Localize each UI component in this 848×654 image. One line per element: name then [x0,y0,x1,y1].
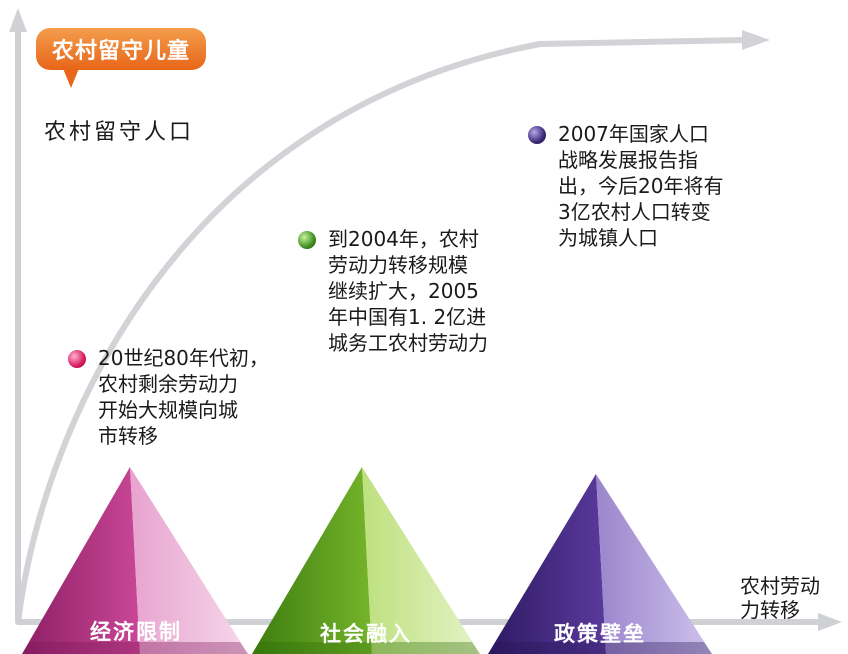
note-2004: 到2004年，农村 劳动力转移规模 继续扩大，2005 年中国有1. 2亿进 城… [298,226,528,356]
pyramid-label-economic: 经济限制 [90,620,182,644]
pink-dot-icon [68,350,86,368]
pyramid-economic [22,467,248,654]
purple-dot-icon [528,126,546,144]
curve-arrowhead [742,30,770,50]
badge-pointer [62,66,80,88]
pyramid-policy [488,474,712,654]
note-2007: 2007年国家人口 战略发展报告指 出，今后20年将有 3亿农村人口转变 为城镇… [528,121,758,251]
pyramid-label-policy: 政策壁垒 [554,622,646,646]
pyramid-social [252,467,480,654]
x-axis-arrowhead [818,613,842,631]
topic-badge: 农村留守儿童 [36,28,206,70]
note-text: 20世纪80年代初， 农村剩余劳动力 开始大规模向城 市转移 [98,346,269,448]
note-text: 2007年国家人口 战略发展报告指 出，今后20年将有 3亿农村人口转变 为城镇… [558,122,724,250]
note-text: 到2004年，农村 劳动力转移规模 继续扩大，2005 年中国有1. 2亿进 城… [328,227,488,355]
y-axis-arrowhead [9,8,27,32]
y-axis-label: 农村留守人口 [44,120,195,145]
pyramid-label-social: 社会融入 [320,622,412,646]
green-dot-icon [298,231,316,249]
note-1980s: 20世纪80年代初， 农村剩余劳动力 开始大规模向城 市转移 [68,345,298,449]
growth-curve [15,37,748,625]
x-axis-label: 农村劳动 力转移 [740,574,820,622]
